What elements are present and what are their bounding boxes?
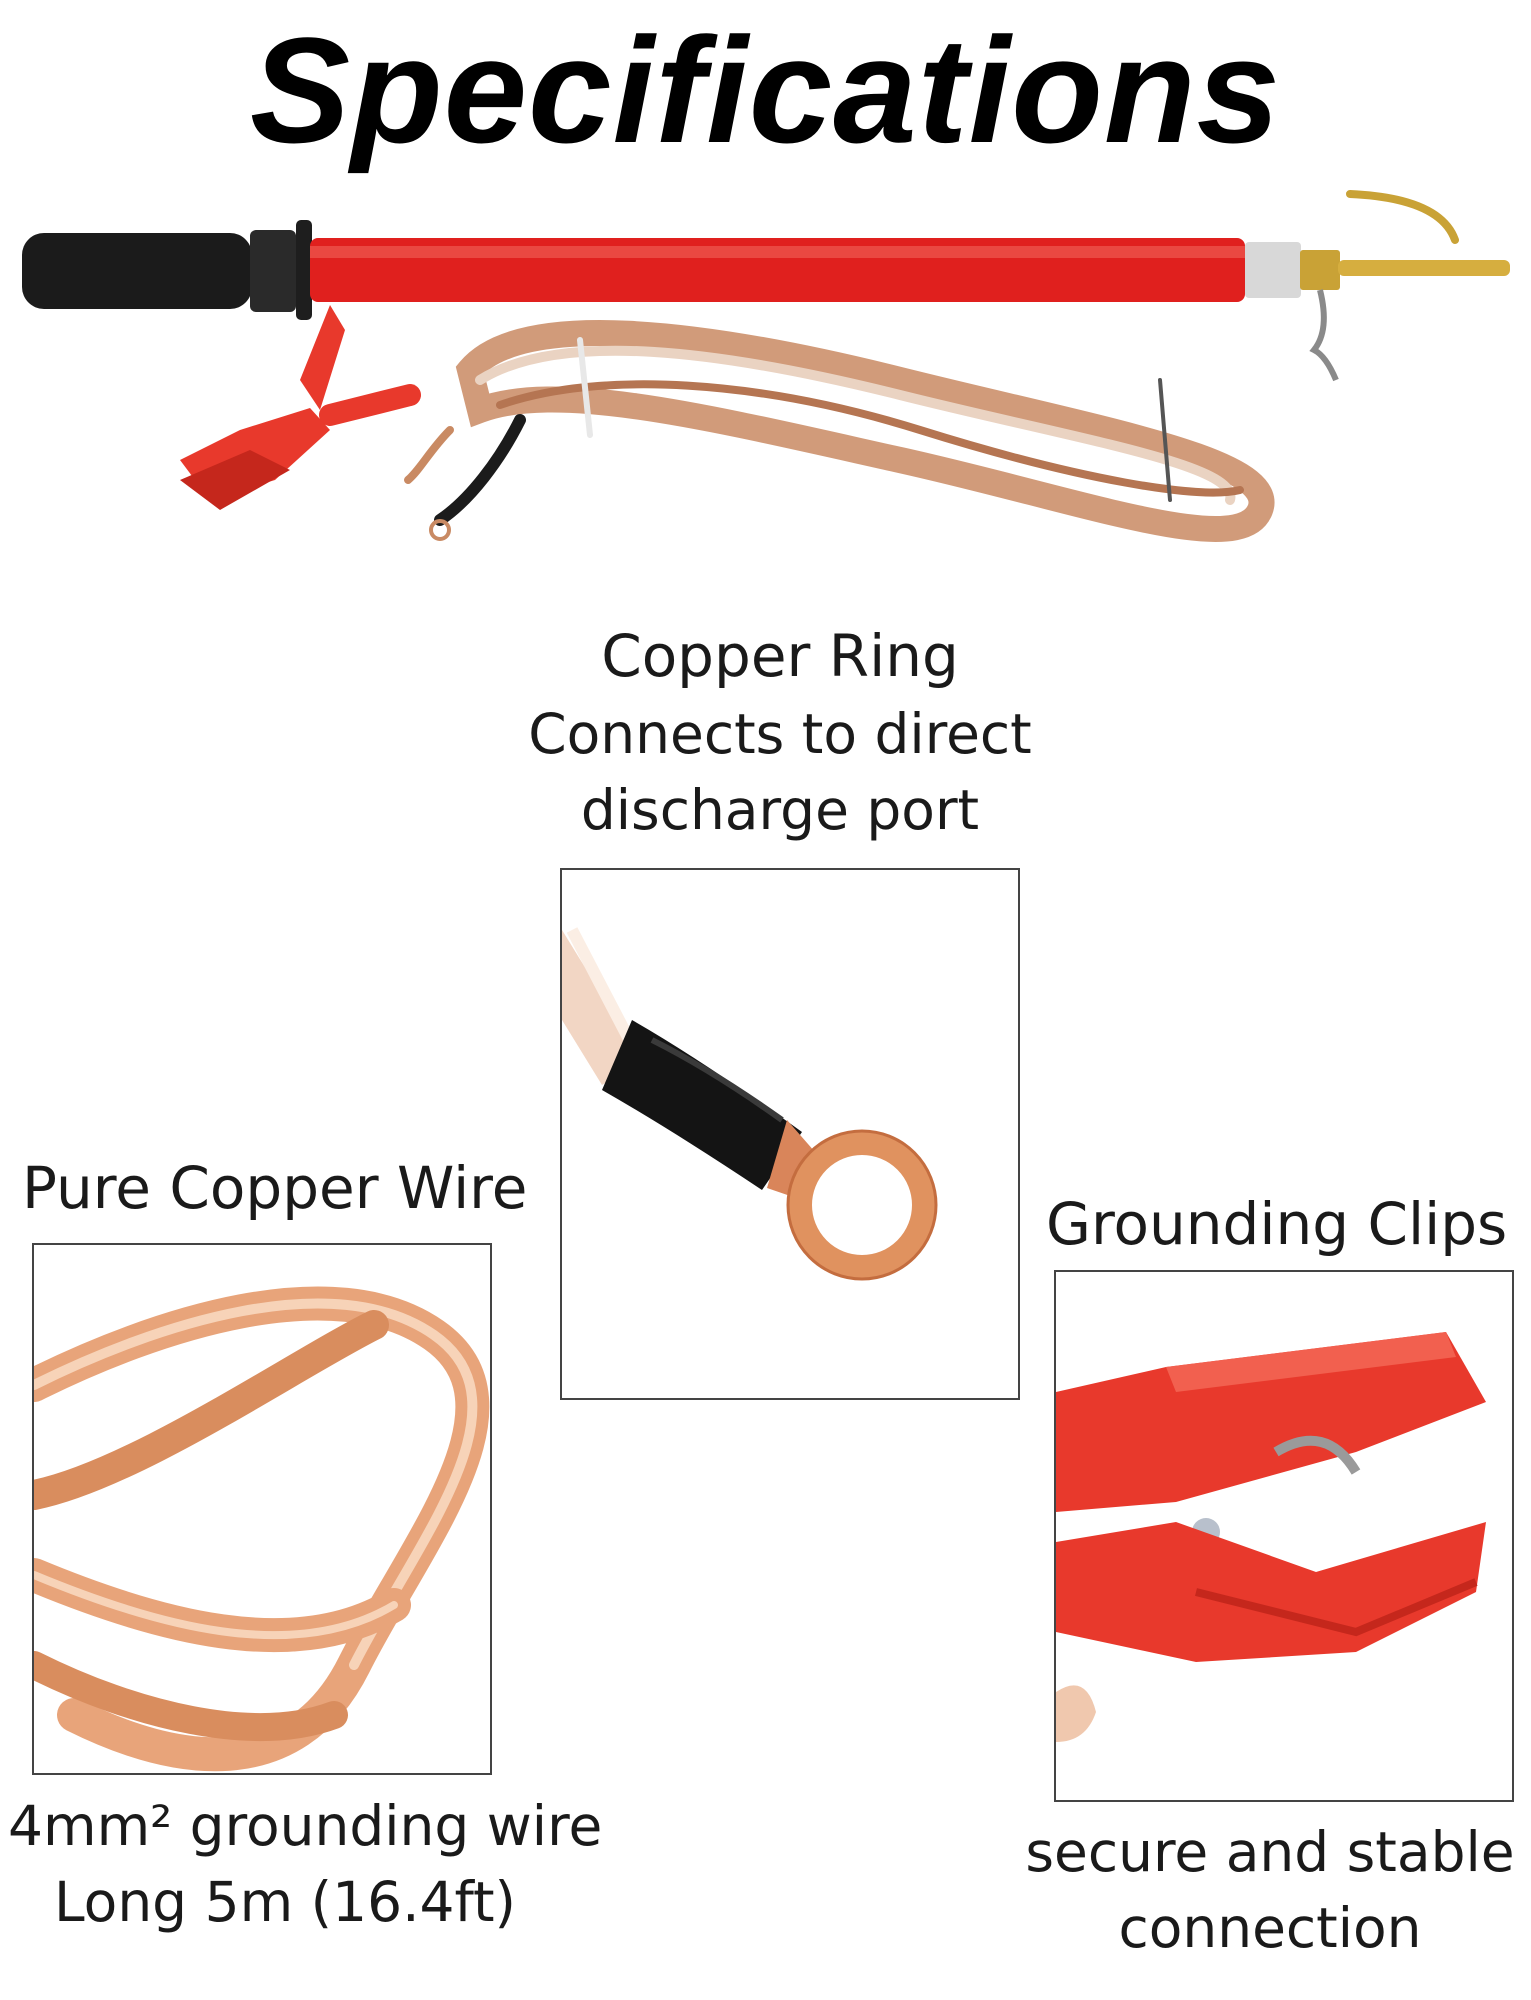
discharge-rod-image	[22, 190, 1510, 382]
copper-wire-photo	[32, 1243, 492, 1775]
grounding-clips-photo	[1054, 1270, 1514, 1802]
copper-ring-description-line1: Connects to direct	[528, 702, 1032, 766]
grounding-clips-label: Grounding Clips	[1046, 1190, 1508, 1258]
red-clip-closeup-image	[1056, 1332, 1486, 1742]
wire-coil-closeup-image	[34, 1286, 490, 1772]
ring-terminal-image	[562, 927, 938, 1281]
coiled-wire-image	[404, 320, 1275, 542]
copper-wire-description-line2: Long 5m (16.4ft)	[54, 1870, 516, 1934]
copper-wire-description-line1: 4mm² grounding wire	[8, 1794, 603, 1858]
copper-ring-label: Copper Ring	[601, 622, 959, 690]
alligator-clip-image	[180, 305, 421, 510]
copper-wire-label: Pure Copper Wire	[22, 1154, 528, 1222]
grounding-clips-description-line1: secure and stable	[1025, 1820, 1515, 1884]
copper-ring-description-line2: discharge port	[580, 778, 980, 842]
product-hero-image	[22, 190, 1510, 542]
grounding-clips-description-line2: connection	[1118, 1896, 1422, 1960]
page-title: Specifications	[250, 6, 1281, 174]
copper-ring-photo	[560, 868, 1020, 1400]
